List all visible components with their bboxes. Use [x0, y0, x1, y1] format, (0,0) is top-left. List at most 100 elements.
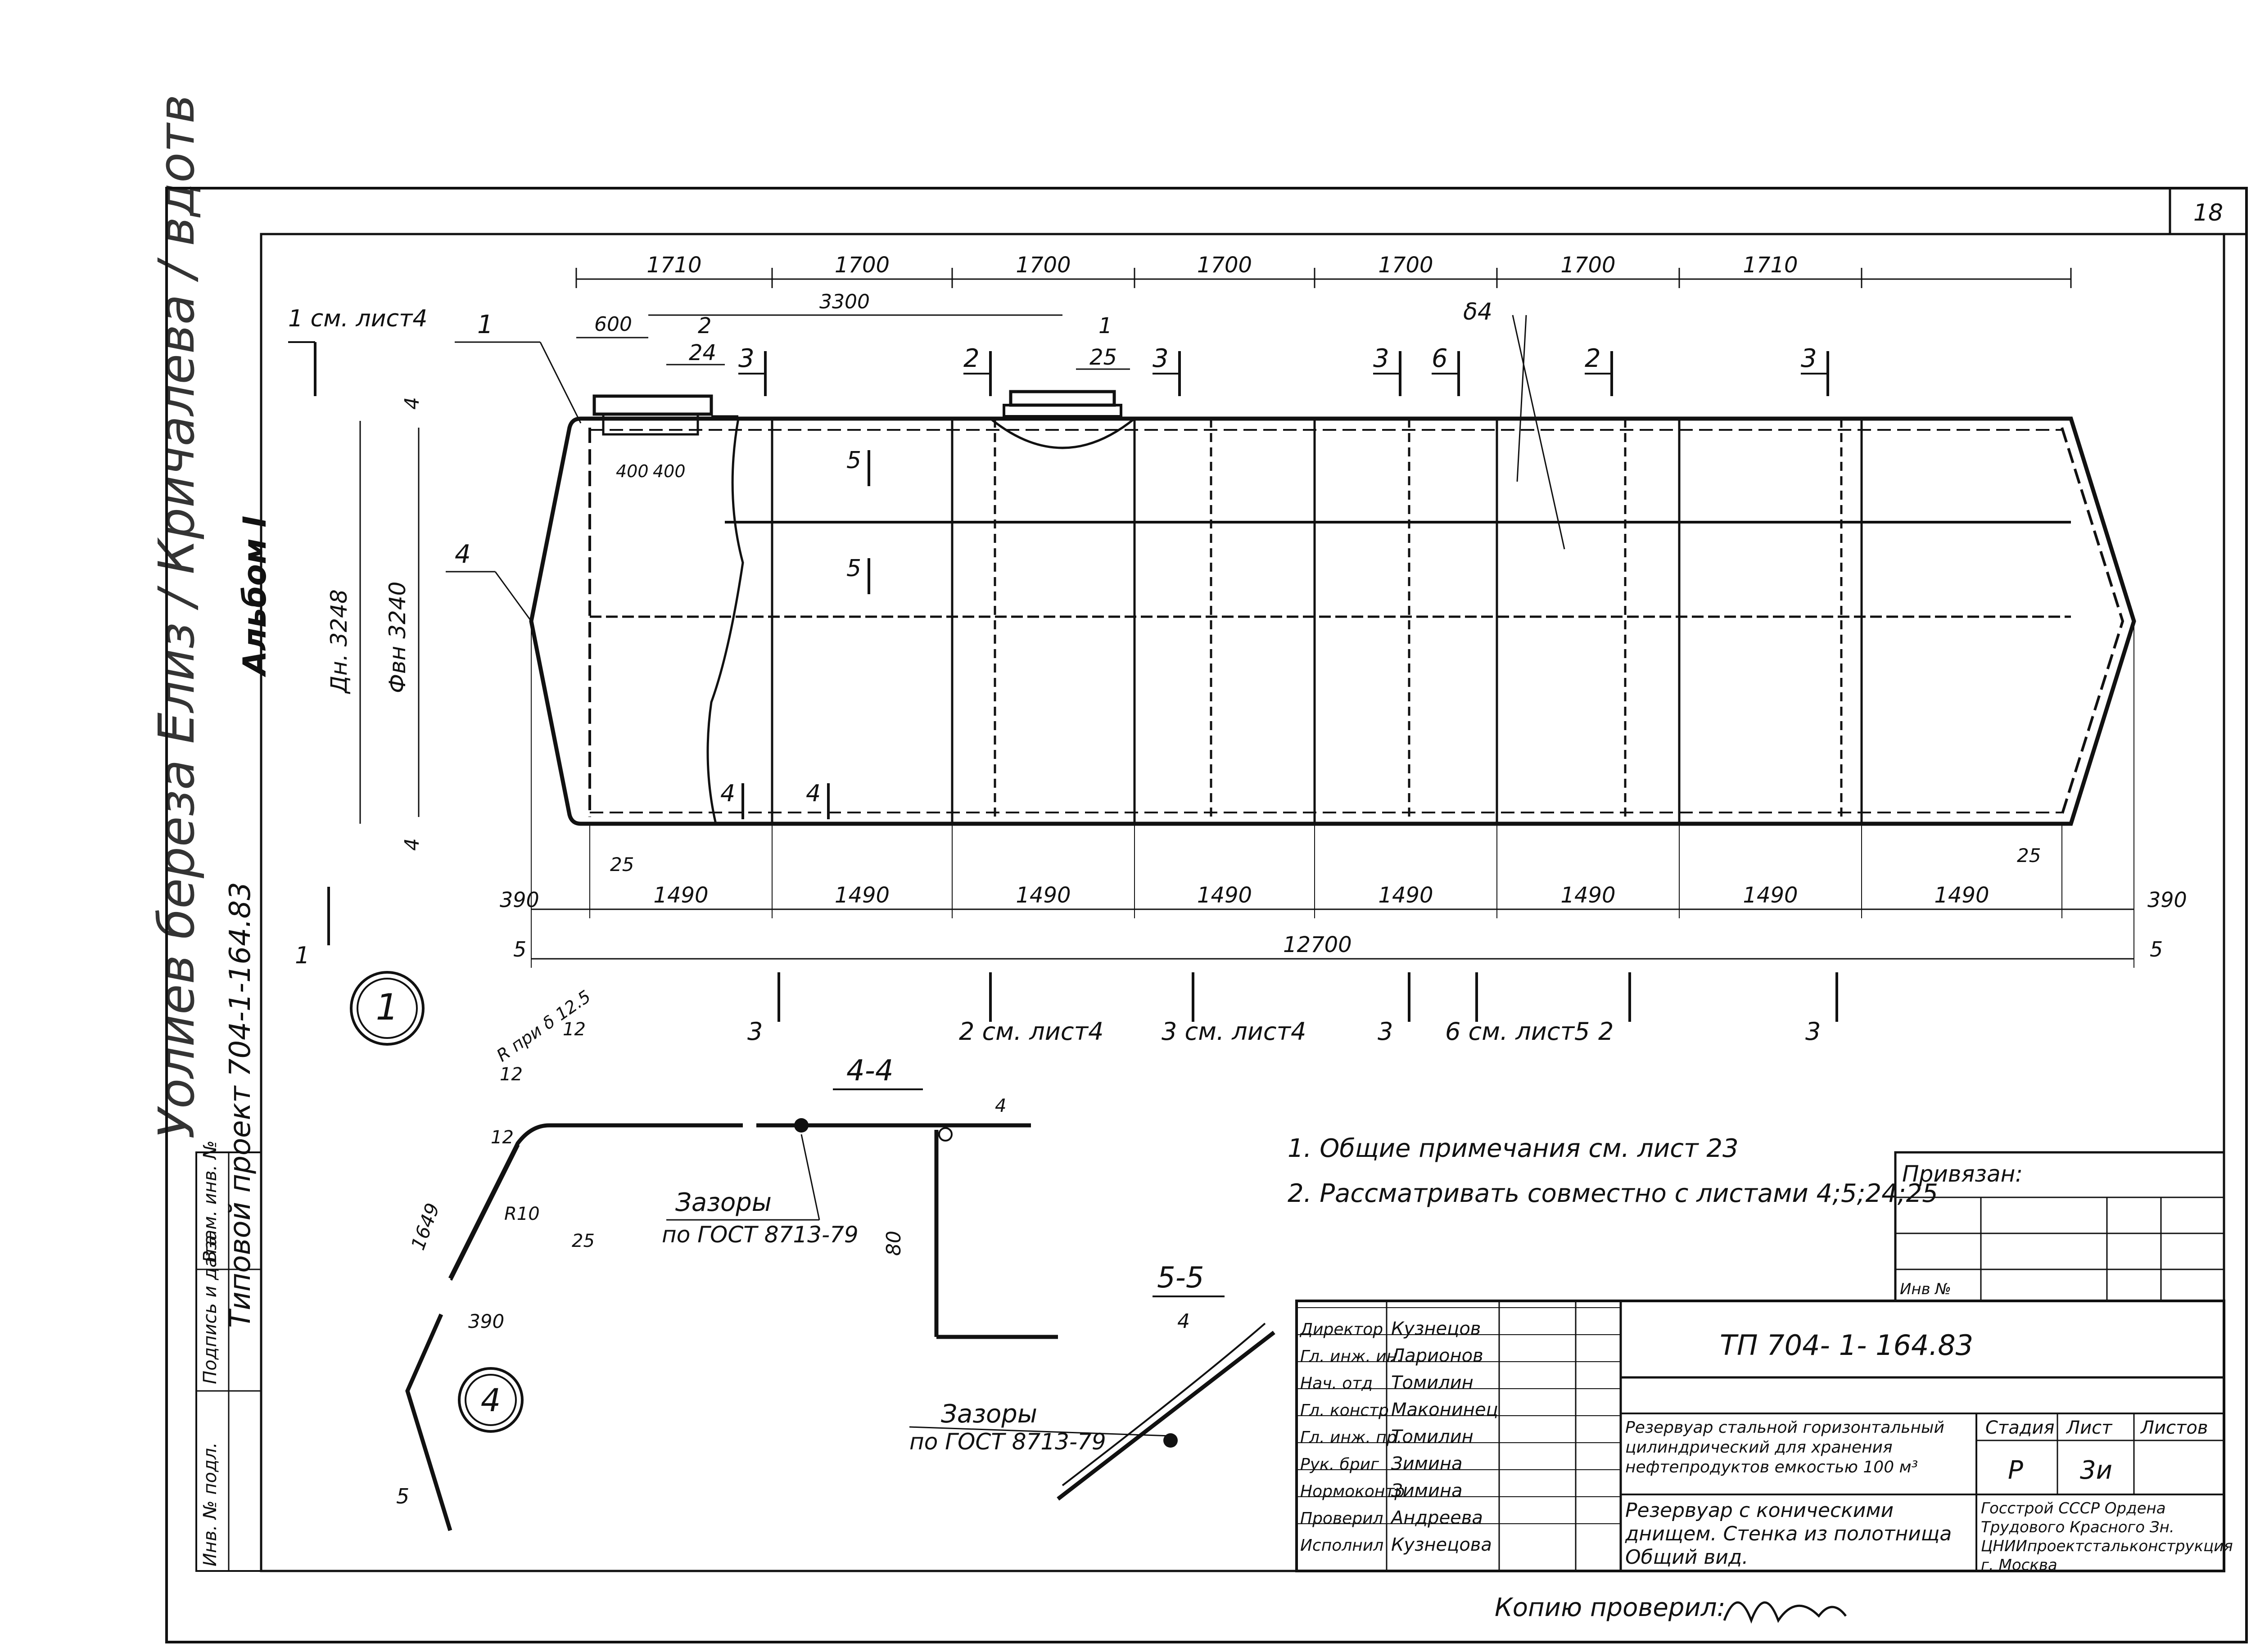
- stage-value: Р: [2008, 1456, 2023, 1485]
- view-marker-bottom: 1: [295, 942, 310, 969]
- note-1: 1. Общие примечания см. лист 23: [1288, 1134, 1739, 1163]
- wall-thickness-label: δ4: [1463, 298, 1492, 325]
- end-right: 390: [2147, 888, 2187, 912]
- det-weld-sub: 5: [396, 1484, 409, 1508]
- nozzle-span: 3300: [819, 290, 870, 313]
- top-dim-5: 1700: [1560, 253, 1615, 278]
- sec-top-0: 3: [738, 344, 755, 373]
- top-dim-1: 1700: [835, 253, 890, 278]
- callout-2-num: 2: [698, 313, 712, 339]
- sec-mid-3: 4: [806, 780, 821, 807]
- section-5-5-thk: 4: [1177, 1310, 1190, 1333]
- bottom-dim-3: 1490: [1197, 883, 1252, 908]
- sheets-head: Листов: [2140, 1417, 2208, 1438]
- album-label: Альбом I: [236, 516, 273, 677]
- tb-name-7: Андреева: [1390, 1508, 1483, 1528]
- bottom-dim-5: 1490: [1560, 883, 1615, 908]
- tb-role-4: Гл. инж. пр.: [1300, 1428, 1402, 1447]
- callout-2-sub: 24: [689, 340, 716, 366]
- tb-role-5: Рук. бриг: [1300, 1455, 1379, 1474]
- manhole-1: [990, 390, 1135, 449]
- sec-top-6: 3: [1801, 344, 1817, 373]
- callout-1-num: 1: [1098, 313, 1112, 339]
- bottom-dim-4: 1490: [1378, 883, 1433, 908]
- sec-bot-5: 2: [1598, 1017, 1614, 1046]
- end-right-small: 5: [2150, 937, 2163, 961]
- tb-name-8: Кузнецова: [1391, 1535, 1492, 1555]
- end-left-small: 5: [513, 937, 526, 961]
- tb-role-1: Гл. инж. ин.: [1300, 1347, 1402, 1366]
- gap-std-44: по ГОСТ 8713-79: [662, 1222, 859, 1248]
- privyazan-box: Привязан: Инв №: [1894, 1151, 2225, 1302]
- tank-shell-outline: [529, 416, 2136, 826]
- pad-b: 400: [653, 461, 686, 481]
- bottom-dim-7: 1490: [1934, 883, 1989, 908]
- thk-bottom: 4: [401, 838, 424, 851]
- tank-inner-dashed: [588, 427, 2124, 817]
- privyazan-label: Привязан:: [1902, 1161, 2023, 1187]
- tb-role-6: Нормоконтр: [1300, 1482, 1405, 1501]
- ring-seams: [771, 419, 1863, 824]
- det4-dim-12b: 12: [500, 1064, 523, 1085]
- outer-frame: [165, 187, 2248, 1643]
- bottom-dim-2: 1490: [1016, 883, 1071, 908]
- view-circle-label: 1: [376, 986, 399, 1028]
- copy-checked-label: Копию проверил:: [1495, 1593, 1725, 1622]
- left-stamp: Инв. № подл. Подпись и дата Взам. инв. №: [195, 1140, 262, 1572]
- bottom-dim-6: 1490: [1743, 883, 1798, 908]
- gap-label-44: Зазоры: [675, 1188, 772, 1217]
- tb-org: Госстрой СССР Ордена Трудового Красного …: [1981, 1499, 2233, 1574]
- det4-dim-390: 390: [468, 1310, 504, 1332]
- det4-dim-12-top: 12: [563, 1019, 586, 1040]
- sec-top-1: 2: [963, 344, 980, 373]
- title-project-code: ТП 704- 1- 164.83: [1720, 1329, 1973, 1362]
- view-marker-top: 1 см. лист4: [288, 305, 428, 332]
- tb-role-8: Исполнил: [1300, 1536, 1383, 1555]
- tb-role-7: Проверил: [1300, 1509, 1383, 1528]
- sec-top-3: 3: [1373, 344, 1389, 373]
- bottom-dim-1: 1490: [835, 883, 890, 908]
- callout-1-left: 1: [477, 310, 493, 339]
- dia-outer: Дн. 3248: [326, 589, 352, 694]
- section-5-5-title: 5-5: [1157, 1261, 1204, 1295]
- tb-name-4: Томилин: [1391, 1426, 1474, 1447]
- pad-a: 400: [616, 461, 649, 481]
- tb-name-3: Маконинец: [1391, 1399, 1498, 1420]
- detail-4: 4: [405, 1123, 743, 1531]
- top-dim-0: 1710: [646, 253, 701, 278]
- stage-head: Стадия: [1985, 1417, 2054, 1438]
- stamp-vzam-inv: Взам. инв. №: [200, 1140, 221, 1263]
- break-line: [706, 418, 744, 824]
- tb-name-0: Кузнецов: [1391, 1318, 1481, 1339]
- det44-80: 80: [882, 1231, 905, 1256]
- tb-sheet-title: Резервуар с коническими днищем. Стенка и…: [1625, 1499, 1952, 1569]
- sec-mid-1: 5: [846, 555, 861, 582]
- sec-mid-0: 5: [846, 447, 861, 474]
- nozzle-offset: 600: [594, 313, 632, 336]
- note-2: 2. Рассматривать совместно с листами 4;5…: [1288, 1179, 1938, 1208]
- sec-bot-0: 3: [747, 1017, 763, 1046]
- stamp-signature-date: Подпись и дата: [200, 1235, 221, 1384]
- tb-role-0: Директор: [1299, 1320, 1383, 1339]
- tb-name-2: Томилин: [1391, 1372, 1474, 1393]
- det4-25: 25: [572, 1231, 595, 1251]
- stamp-inv-podl: Инв. № подл.: [200, 1442, 221, 1566]
- tb-name-5: Зимина: [1391, 1453, 1462, 1474]
- inner-frame: [260, 233, 2225, 1572]
- tb-name-1: Ларионов: [1390, 1345, 1483, 1366]
- top-dim-6: 1710: [1743, 253, 1798, 278]
- det4-dim-length: 1649: [407, 1200, 444, 1253]
- tb-name-6: Зимина: [1391, 1480, 1462, 1501]
- nozzle-2: [592, 394, 738, 436]
- sec-bot-1: 2 см. лист4: [959, 1017, 1103, 1046]
- sec-top-2: 3: [1153, 344, 1169, 373]
- tb-object-text: Резервуар стальной горизонтальный цилинд…: [1625, 1418, 1944, 1476]
- end-left: 390: [500, 888, 539, 912]
- sec-top-5: 2: [1585, 344, 1601, 373]
- sec-bot-2: 3 см. лист4: [1162, 1017, 1306, 1046]
- dia-inner: Фвн 3240: [384, 582, 411, 693]
